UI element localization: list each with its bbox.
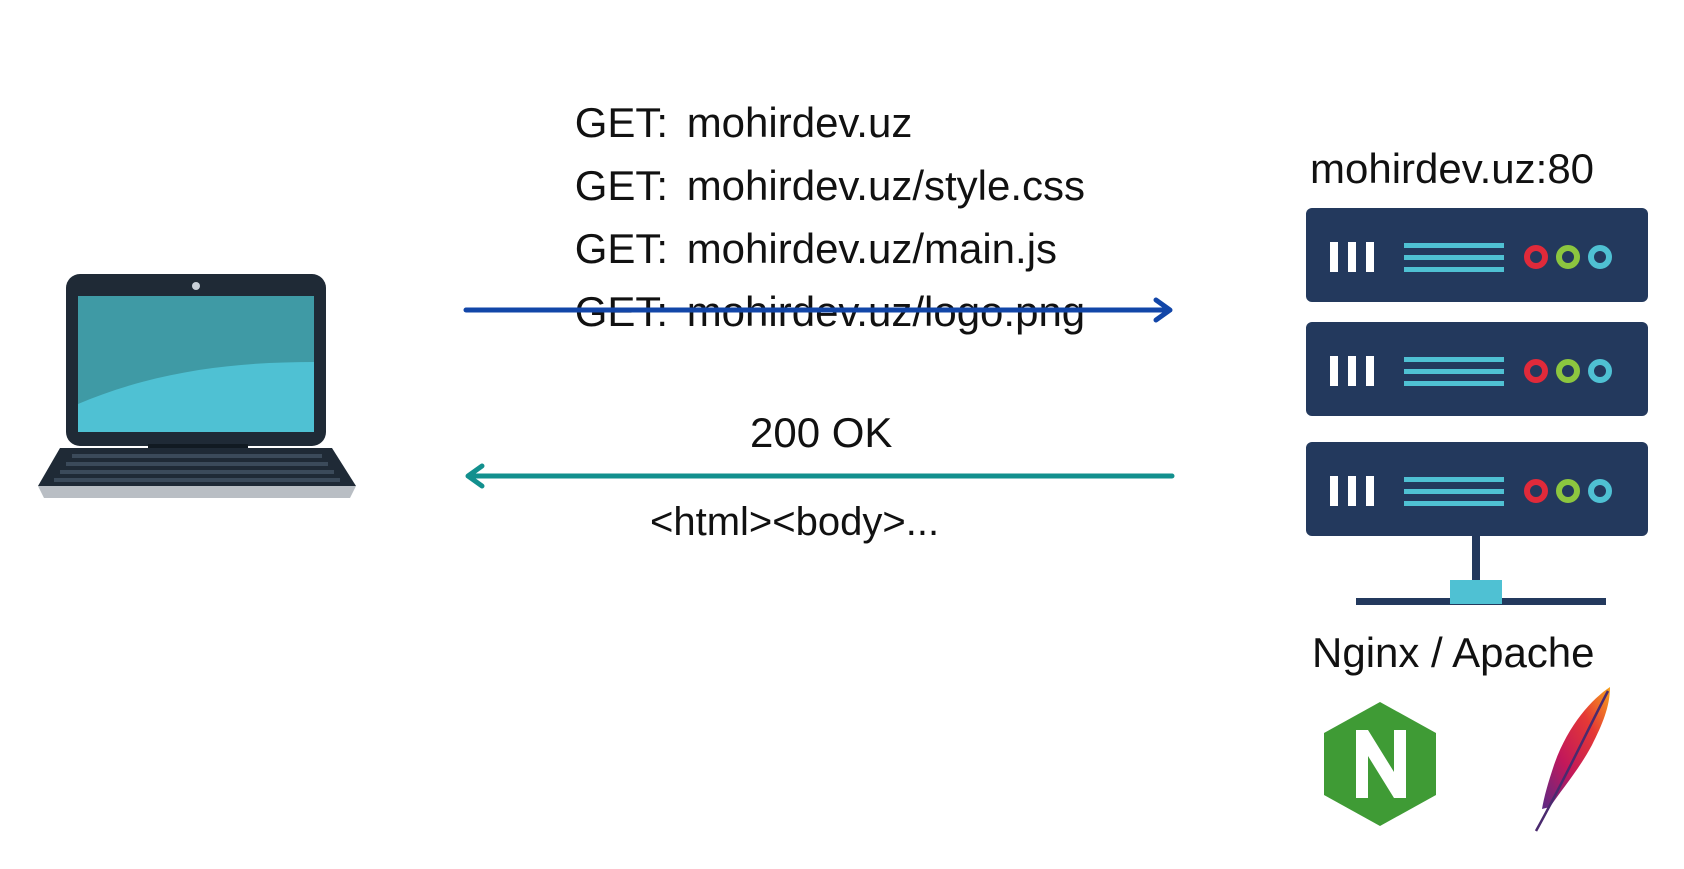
server-host: mohirdev.uz:80 <box>1310 145 1595 192</box>
nginx-logo <box>1324 702 1436 826</box>
server-unit <box>1306 322 1648 416</box>
request-url: mohirdev.uz/main.js <box>686 225 1058 272</box>
server-rack-icon <box>1306 208 1648 605</box>
request-line: GET: mohirdev.uz <box>528 60 913 186</box>
server-unit <box>1306 208 1648 302</box>
server-unit <box>1306 442 1648 536</box>
request-url: mohirdev.uz/style.css <box>686 162 1086 209</box>
request-url: mohirdev.uz <box>686 99 913 146</box>
laptop-icon <box>38 274 356 498</box>
request-line: GET: mohirdev.uz/style.css <box>528 123 1085 249</box>
response-arrow <box>465 463 1175 489</box>
apache-feather-logo <box>1534 687 1610 832</box>
request-method: GET: <box>574 225 669 272</box>
response-status: 200 OK <box>750 409 893 456</box>
request-method: GET: <box>574 162 669 209</box>
response-body: <html><body>... <box>650 500 940 544</box>
request-line: GET: mohirdev.uz/main.js <box>528 186 1057 312</box>
server-software: Nginx / Apache <box>1312 629 1595 676</box>
request-method: GET: <box>574 99 669 146</box>
request-arrow <box>463 297 1173 323</box>
